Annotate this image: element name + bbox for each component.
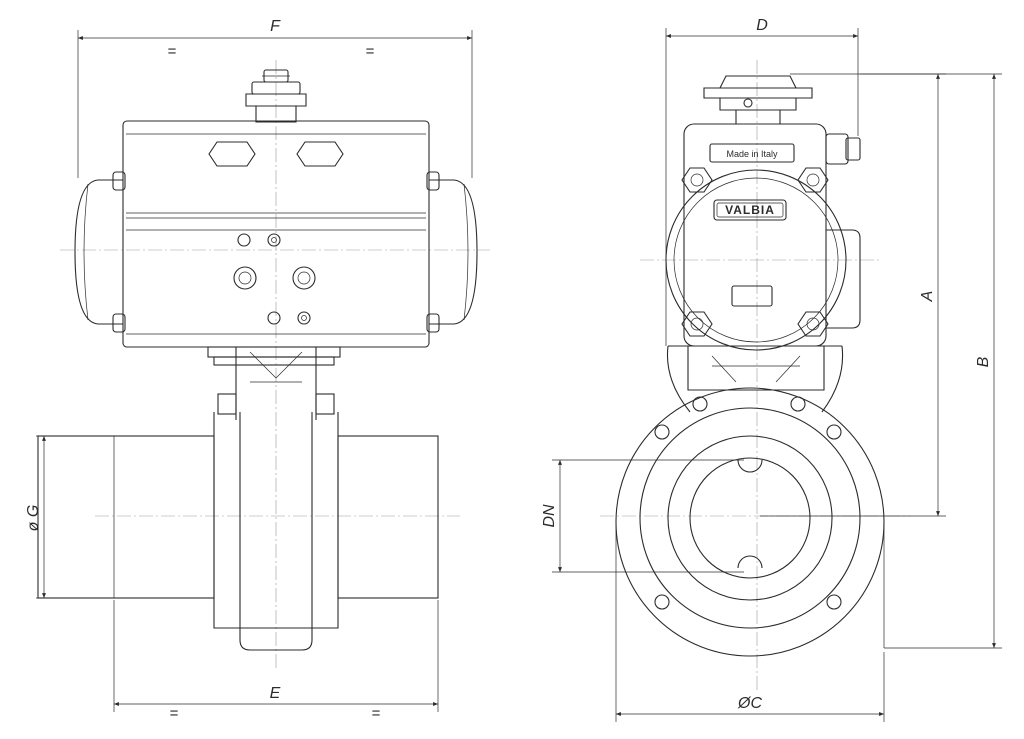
dim-label-d: D (756, 17, 768, 34)
valve-body-front (37, 412, 439, 651)
mounting-bracket-side (666, 345, 844, 413)
dim-label-f: F (270, 18, 281, 35)
brand-logo-text: VALBIA (725, 203, 775, 217)
side-view: Made in Italy VALBIA (600, 60, 910, 690)
end-cap-left (74, 171, 126, 333)
front-view (37, 60, 490, 670)
equal-mark-f-left: = (168, 43, 177, 60)
equal-mark-e-left: = (170, 705, 179, 722)
equal-mark-f-right: = (366, 43, 375, 60)
made-in-label: Made in Italy (726, 149, 778, 159)
dimension-labels: F = = D A B ø G DN E = = ØC (25, 17, 992, 722)
actuator-housing-side: Made in Italy VALBIA (665, 123, 861, 351)
dim-label-b: B (975, 356, 992, 367)
dim-label-g: ø G (25, 505, 42, 532)
position-indicator-side (703, 75, 813, 125)
end-cap-right (426, 171, 478, 333)
dim-label-dn: DN (541, 504, 558, 528)
dim-label-e: E (270, 685, 281, 702)
equal-mark-e-right: = (372, 705, 381, 722)
dim-label-c: ØC (737, 695, 762, 712)
position-indicator (245, 69, 307, 123)
dimension-lines (36, 28, 1002, 722)
actuator-body (122, 120, 430, 348)
mounting-bracket (207, 346, 341, 420)
valve-flange (615, 387, 885, 657)
dim-label-a: A (919, 291, 936, 303)
